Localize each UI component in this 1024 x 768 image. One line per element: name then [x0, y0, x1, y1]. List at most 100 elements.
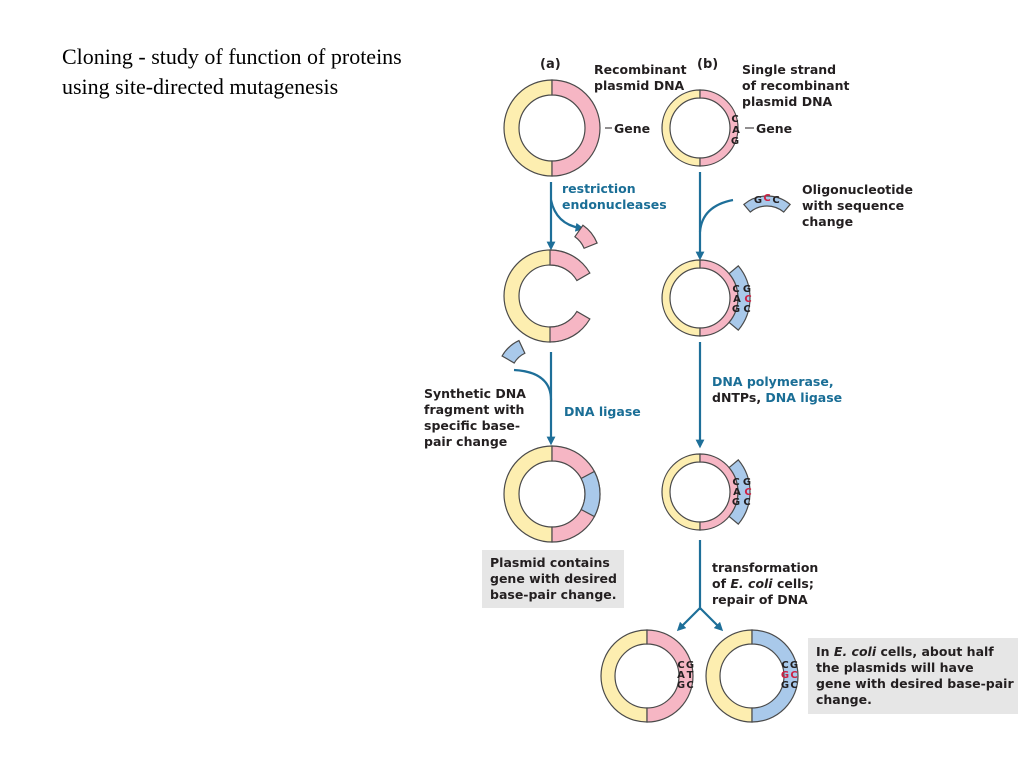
panel-b-step2-line-2: dNTPs, DNA ligase [712, 390, 842, 405]
synthetic-dna-fragment [501, 339, 526, 364]
panel-a-tag: (a) [540, 57, 561, 72]
mut-base-3b: C [790, 680, 797, 691]
panel-b-note-line-3: gene with desired base-pair [816, 676, 1014, 691]
note-ecoli: E. coli [834, 644, 877, 659]
plasmid-a3-mutant [503, 445, 601, 543]
slide-title-line-1: Cloning - study of function of proteins [62, 44, 402, 69]
mutant-segment [580, 470, 601, 518]
panel-b-plasmid-label-3: plasmid DNA [742, 94, 833, 109]
mut-base-2a: G [781, 670, 789, 681]
plasmid-final-mutant [705, 629, 799, 723]
excised-gene-fragment [574, 224, 598, 250]
plasmid-backbone [705, 629, 753, 723]
wt-base-1a: C [677, 660, 684, 671]
panel-b-note-line-1: In E. coli cells, about half [816, 644, 994, 659]
panel-b-step3-line-1: transformation [712, 560, 818, 575]
oligonucleotide [743, 195, 791, 213]
b2-oligo-base-2: C [744, 294, 751, 305]
b3-base-1: C [732, 477, 739, 488]
oligo-base-1: G [754, 195, 762, 206]
b3-oligo-base-1: G [743, 477, 751, 488]
panel-a-plasmid-label-1: Recombinant [594, 62, 687, 77]
panel-a-gene-label: Gene [614, 121, 650, 136]
oligo-base-2: C [763, 193, 770, 204]
mut-base-1b: G [790, 660, 798, 671]
panel-b-step2-line-1: DNA polymerase, [712, 374, 834, 389]
step3-ecoli: E. coli [730, 576, 773, 591]
gene-segment-lower [549, 310, 591, 343]
new-strand-segment [728, 459, 751, 525]
b3-oligo-base-3: C [743, 497, 750, 508]
step2-dntps: dNTPs, [712, 390, 765, 405]
plasmid-backbone [600, 629, 648, 723]
panel-a-result-line-2: gene with desired [490, 571, 617, 586]
oligo-label-3: change [802, 214, 853, 229]
plasmid-backbone [503, 445, 553, 543]
mut-base-2b: C [790, 670, 797, 681]
panel-a-result-line-1: Plasmid contains [490, 555, 610, 570]
fragment-label-2: fragment with [424, 402, 524, 417]
panel-a-step1-line-1: restriction [562, 181, 636, 196]
gene-segment [646, 629, 694, 723]
plasmid-b1-single-strand [661, 89, 739, 167]
panel-a-plasmid-label-2: plasmid DNA [594, 78, 685, 93]
plasmid-a1 [503, 79, 601, 177]
panel-b-gene-label: Gene [756, 121, 792, 136]
b1-base-1: C [731, 114, 738, 125]
b2-base-3: G [732, 304, 740, 315]
panel-b-plasmid-label-1: Single strand [742, 62, 836, 77]
panel-a-step2: DNA ligase [564, 404, 641, 419]
fragment-label-3: specific base- [424, 418, 520, 433]
wt-base-2b: T [687, 670, 694, 681]
panel-b-result-box [808, 638, 1018, 714]
oligo-label-1: Oligonucleotide [802, 182, 913, 197]
wt-base-1b: G [686, 660, 694, 671]
plasmid-a2-cut [503, 249, 591, 343]
gene-segment [699, 89, 739, 167]
wt-base-2a: A [677, 670, 685, 681]
wt-base-3a: G [677, 680, 685, 691]
panel-b-tag: (b) [697, 57, 718, 72]
b2-base-2: A [733, 294, 741, 305]
mut-base-1a: C [781, 660, 788, 671]
annealed-oligo [728, 265, 751, 331]
final-mutant-bases: C G G C G C [781, 660, 798, 691]
arrow-b-split-right [699, 607, 724, 632]
mut-base-3a: G [781, 680, 789, 691]
slide-title: Cloning - study of function of proteins … [62, 42, 482, 102]
b2-oligo-base-1: G [743, 284, 751, 295]
b2-oligo-base-3: C [743, 304, 750, 315]
panel-a-step1-line-2: endonucleases [562, 197, 667, 212]
plasmid-final-wildtype [600, 629, 694, 723]
b3-base-2: A [733, 487, 741, 498]
panel-a-result-line-3: base-pair change. [490, 587, 617, 602]
wt-base-3b: C [686, 680, 693, 691]
panel-b-note-line-4: change. [816, 692, 872, 707]
step3-of: of [712, 576, 730, 591]
arrow-b-split-left [676, 607, 701, 632]
b2-base-1: C [732, 284, 739, 295]
oligo-base-3: C [772, 195, 779, 206]
mutant-segment [751, 629, 799, 723]
final-wildtype-bases: C G A T G C [677, 660, 694, 691]
step2-ligase: DNA ligase [765, 390, 842, 405]
plasmid-backbone [661, 453, 701, 531]
step3-cells: cells; [773, 576, 814, 591]
gene-segment-upper [549, 249, 591, 282]
arrow-b-oligo-in [698, 198, 734, 233]
note-rest: cells, about half [876, 644, 994, 659]
plasmid-backbone [503, 79, 553, 177]
fragment-label-1: Synthetic DNA [424, 386, 526, 401]
arrow-a-fragment-out [549, 199, 585, 232]
b3-base-3: G [732, 497, 740, 508]
gene-segment [551, 445, 601, 543]
gene-segment [551, 79, 601, 177]
plasmid-backbone [661, 89, 701, 167]
panel-b-step3-line-3: repair of DNA [712, 592, 808, 607]
slide-title-line-2: using site-directed mutagenesis [62, 74, 339, 99]
fragment-label-4: pair change [424, 434, 507, 449]
panel-a-result-box [482, 550, 624, 608]
plasmid-b3-double-strand [661, 453, 751, 531]
note-in: In [816, 644, 834, 659]
